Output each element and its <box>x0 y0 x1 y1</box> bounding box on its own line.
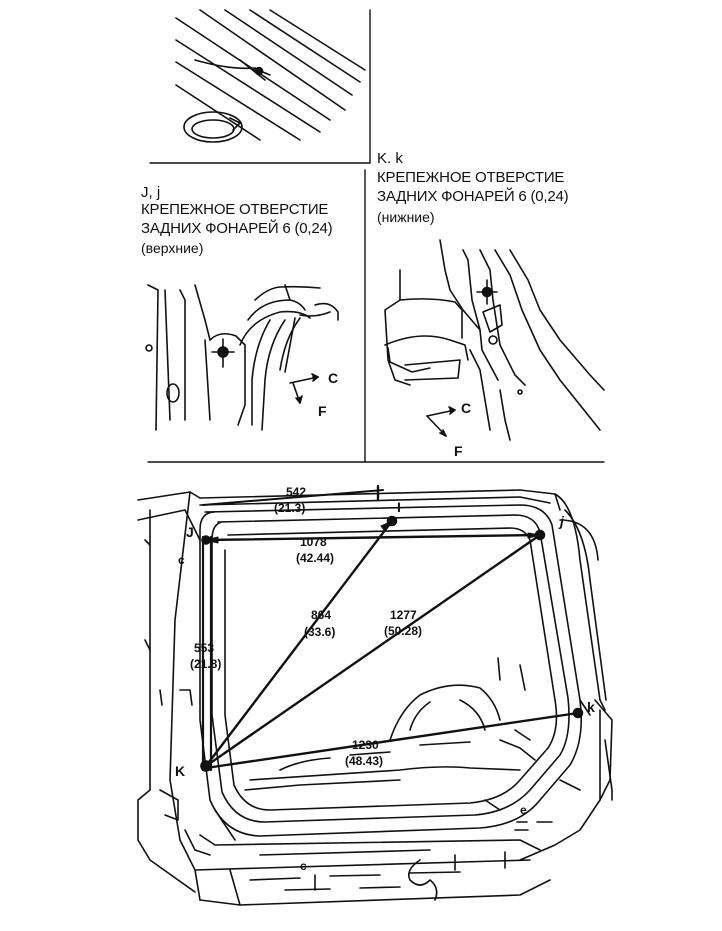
mark-c-1: c <box>178 553 185 567</box>
right-panel-caption-line1: КРЕПЕЖНОЕ ОТВЕРСТИЕ <box>377 169 565 186</box>
point-j-label: j <box>558 513 565 529</box>
right-panel-caption-line2: ЗАДНИХ ФОНАРЕЙ 6 (0,24) <box>377 188 569 205</box>
dim-1230-in: (48.43) <box>345 754 383 768</box>
rail-J-K <box>201 535 213 772</box>
right-panel-id: K. k <box>377 150 403 167</box>
dir-F-right: F <box>454 443 463 459</box>
dim-1230-mm: 1230 <box>352 738 379 752</box>
point-J-marker <box>201 535 211 545</box>
direction-arrows-left <box>289 373 319 404</box>
point-K-label: K <box>175 763 185 779</box>
dim-553-mm: 553 <box>194 641 214 655</box>
left-panel-id: J, j <box>141 184 161 201</box>
point-markers <box>200 515 584 772</box>
direction-arrows-right <box>426 406 456 437</box>
dim-1277-mm: 1277 <box>390 608 417 622</box>
left-panel-caption-line2: ЗАДНИХ ФОНАРЕЙ 6 (0,24) <box>141 220 333 237</box>
left-panel-drawing <box>145 284 339 431</box>
line-K-k <box>204 711 580 770</box>
right-panel-position: (нижние) <box>377 209 435 225</box>
line-K-j <box>204 533 542 768</box>
tailgate-opening-drawing <box>137 489 613 906</box>
dim-542-mm: 542 <box>286 485 306 499</box>
line-K-I <box>204 519 394 768</box>
point-k-label: k <box>587 699 595 715</box>
right-panel-drawing <box>384 239 605 441</box>
point-K-marker <box>200 760 212 772</box>
body-marks: c c e <box>178 553 527 873</box>
line-J-j <box>204 533 542 542</box>
measurement-lines <box>202 484 580 770</box>
dir-F-left: F <box>318 403 327 419</box>
dim-864-mm: 864 <box>311 608 331 622</box>
top-detail-drawing <box>149 9 371 164</box>
line-542 <box>202 489 384 506</box>
mark-e: e <box>520 803 527 817</box>
dim-1277-in: (50.28) <box>384 624 422 638</box>
dim-553-in: (21.8) <box>190 657 221 671</box>
dim-542-in: (21.3) <box>274 501 305 515</box>
left-panel-caption-line1: КРЕПЕЖНОЕ ОТВЕРСТИЕ <box>141 201 329 218</box>
dim-864-in: (33.6) <box>304 625 335 639</box>
mark-c-2: c <box>300 859 307 873</box>
point-labels: I j k K J <box>175 499 595 779</box>
point-I-label: I <box>397 499 401 515</box>
dim-1078-mm: 1078 <box>300 535 327 549</box>
dim-1078-in: (42.44) <box>296 551 334 565</box>
point-I-marker <box>386 515 398 527</box>
dir-C-right: C <box>461 400 471 416</box>
dir-C-left: C <box>328 370 338 386</box>
left-panel-position: (верхние) <box>141 240 204 256</box>
point-j-marker <box>534 529 546 541</box>
measurement-labels: 542 (21.3) 1078 (42.44) 864 (33.6) 1277 … <box>190 485 422 768</box>
point-k-marker <box>572 707 584 719</box>
direction-labels: C F C F <box>318 370 471 459</box>
point-J-label: J <box>186 524 194 540</box>
